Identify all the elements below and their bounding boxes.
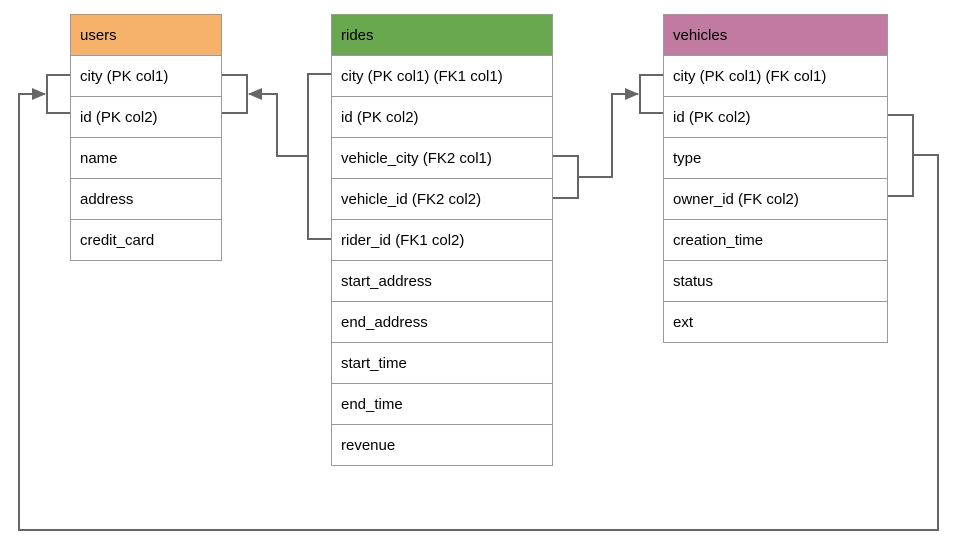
vehicles-pk-bracket — [639, 74, 663, 114]
vehicles-fk-bracket — [888, 114, 914, 197]
table-row: id (PK col2) — [332, 96, 552, 137]
table-row: id (PK col2) — [664, 96, 887, 137]
table-header-rides: rides — [332, 15, 552, 55]
table-row: address — [71, 178, 221, 219]
table-row: city (PK col1) (FK col1) — [664, 55, 887, 96]
table-row: status — [664, 260, 887, 301]
table-row: end_address — [332, 301, 552, 342]
table-header-vehicles: vehicles — [664, 15, 887, 55]
table-row: city (PK col1) (FK1 col1) — [332, 55, 552, 96]
rides-to-users-connector — [248, 88, 308, 157]
rides-fk1-bracket — [307, 73, 331, 240]
users-pk-bracket-right — [222, 74, 248, 114]
table-header-users: users — [71, 15, 221, 55]
table-row: owner_id (FK col2) — [664, 178, 887, 219]
table-row: vehicle_city (FK2 col1) — [332, 137, 552, 178]
table-row: vehicle_id (FK2 col2) — [332, 178, 552, 219]
table-row: start_time — [332, 342, 552, 383]
table-row: rider_id (FK1 col2) — [332, 219, 552, 260]
table-row: id (PK col2) — [71, 96, 221, 137]
users-pk-bracket-left — [46, 74, 70, 114]
table-row: start_address — [332, 260, 552, 301]
rides-to-vehicles-connector — [578, 88, 639, 178]
table-row: revenue — [332, 424, 552, 465]
table-row: city (PK col1) — [71, 55, 221, 96]
table-row: type — [664, 137, 887, 178]
table-row: creation_time — [664, 219, 887, 260]
rides-fk2-bracket — [553, 155, 579, 199]
table-row: ext — [664, 301, 887, 342]
table-row: credit_card — [71, 219, 221, 260]
table-row: end_time — [332, 383, 552, 424]
table-row: name — [71, 137, 221, 178]
